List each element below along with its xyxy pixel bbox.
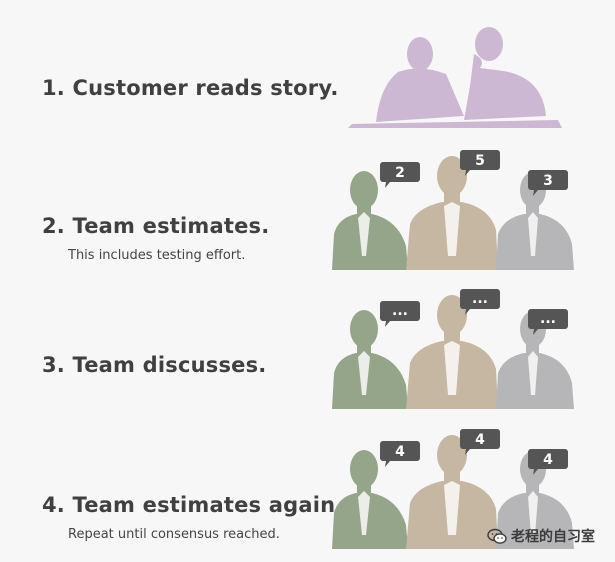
step-2-subtitle: This includes testing effort. (68, 248, 246, 263)
person-left (332, 310, 408, 409)
bubble-right-text: 4 (543, 452, 553, 468)
step-4-title: 4. Team estimates again. (42, 493, 344, 517)
bubble-middle: 5 (460, 150, 500, 176)
step-1-title: 1. Customer reads story. (42, 76, 339, 100)
bubble-right: 4 (528, 449, 568, 475)
watermark: 老程的自习室 (487, 526, 595, 546)
step-4-subtitle: Repeat until consensus reached. (68, 527, 280, 542)
bubble-middle: 4 (460, 429, 500, 455)
step-2-title: 2. Team estimates. (42, 214, 270, 238)
bubble-right-text: ... (540, 311, 556, 327)
team-discusses-illustration: ... ... ... (332, 289, 574, 409)
person-left (332, 450, 408, 549)
team-estimates-illustration: 2 5 3 (332, 150, 574, 270)
bubble-left: ... (380, 301, 420, 327)
bubble-middle-text: ... (472, 291, 488, 307)
bubble-right: 3 (528, 170, 568, 196)
bubble-left-text: 4 (395, 444, 405, 460)
customer-reading-illustration (348, 27, 562, 128)
bubble-left: 4 (380, 441, 420, 467)
bubble-right-text: 3 (543, 173, 553, 189)
bubble-middle-text: 4 (475, 432, 485, 448)
bubble-right: ... (528, 309, 568, 335)
wechat-icon (487, 528, 507, 544)
bubble-left-text: 2 (395, 165, 405, 181)
step-3-title: 3. Team discusses. (42, 353, 267, 377)
watermark-text: 老程的自习室 (511, 529, 595, 545)
bubble-middle: ... (460, 289, 500, 315)
bubble-left-text: ... (392, 303, 408, 319)
bubble-middle-text: 5 (475, 153, 485, 169)
person-left (332, 171, 408, 270)
bubble-left: 2 (380, 162, 420, 188)
team-estimates-again-illustration: 4 4 4 (332, 429, 574, 549)
